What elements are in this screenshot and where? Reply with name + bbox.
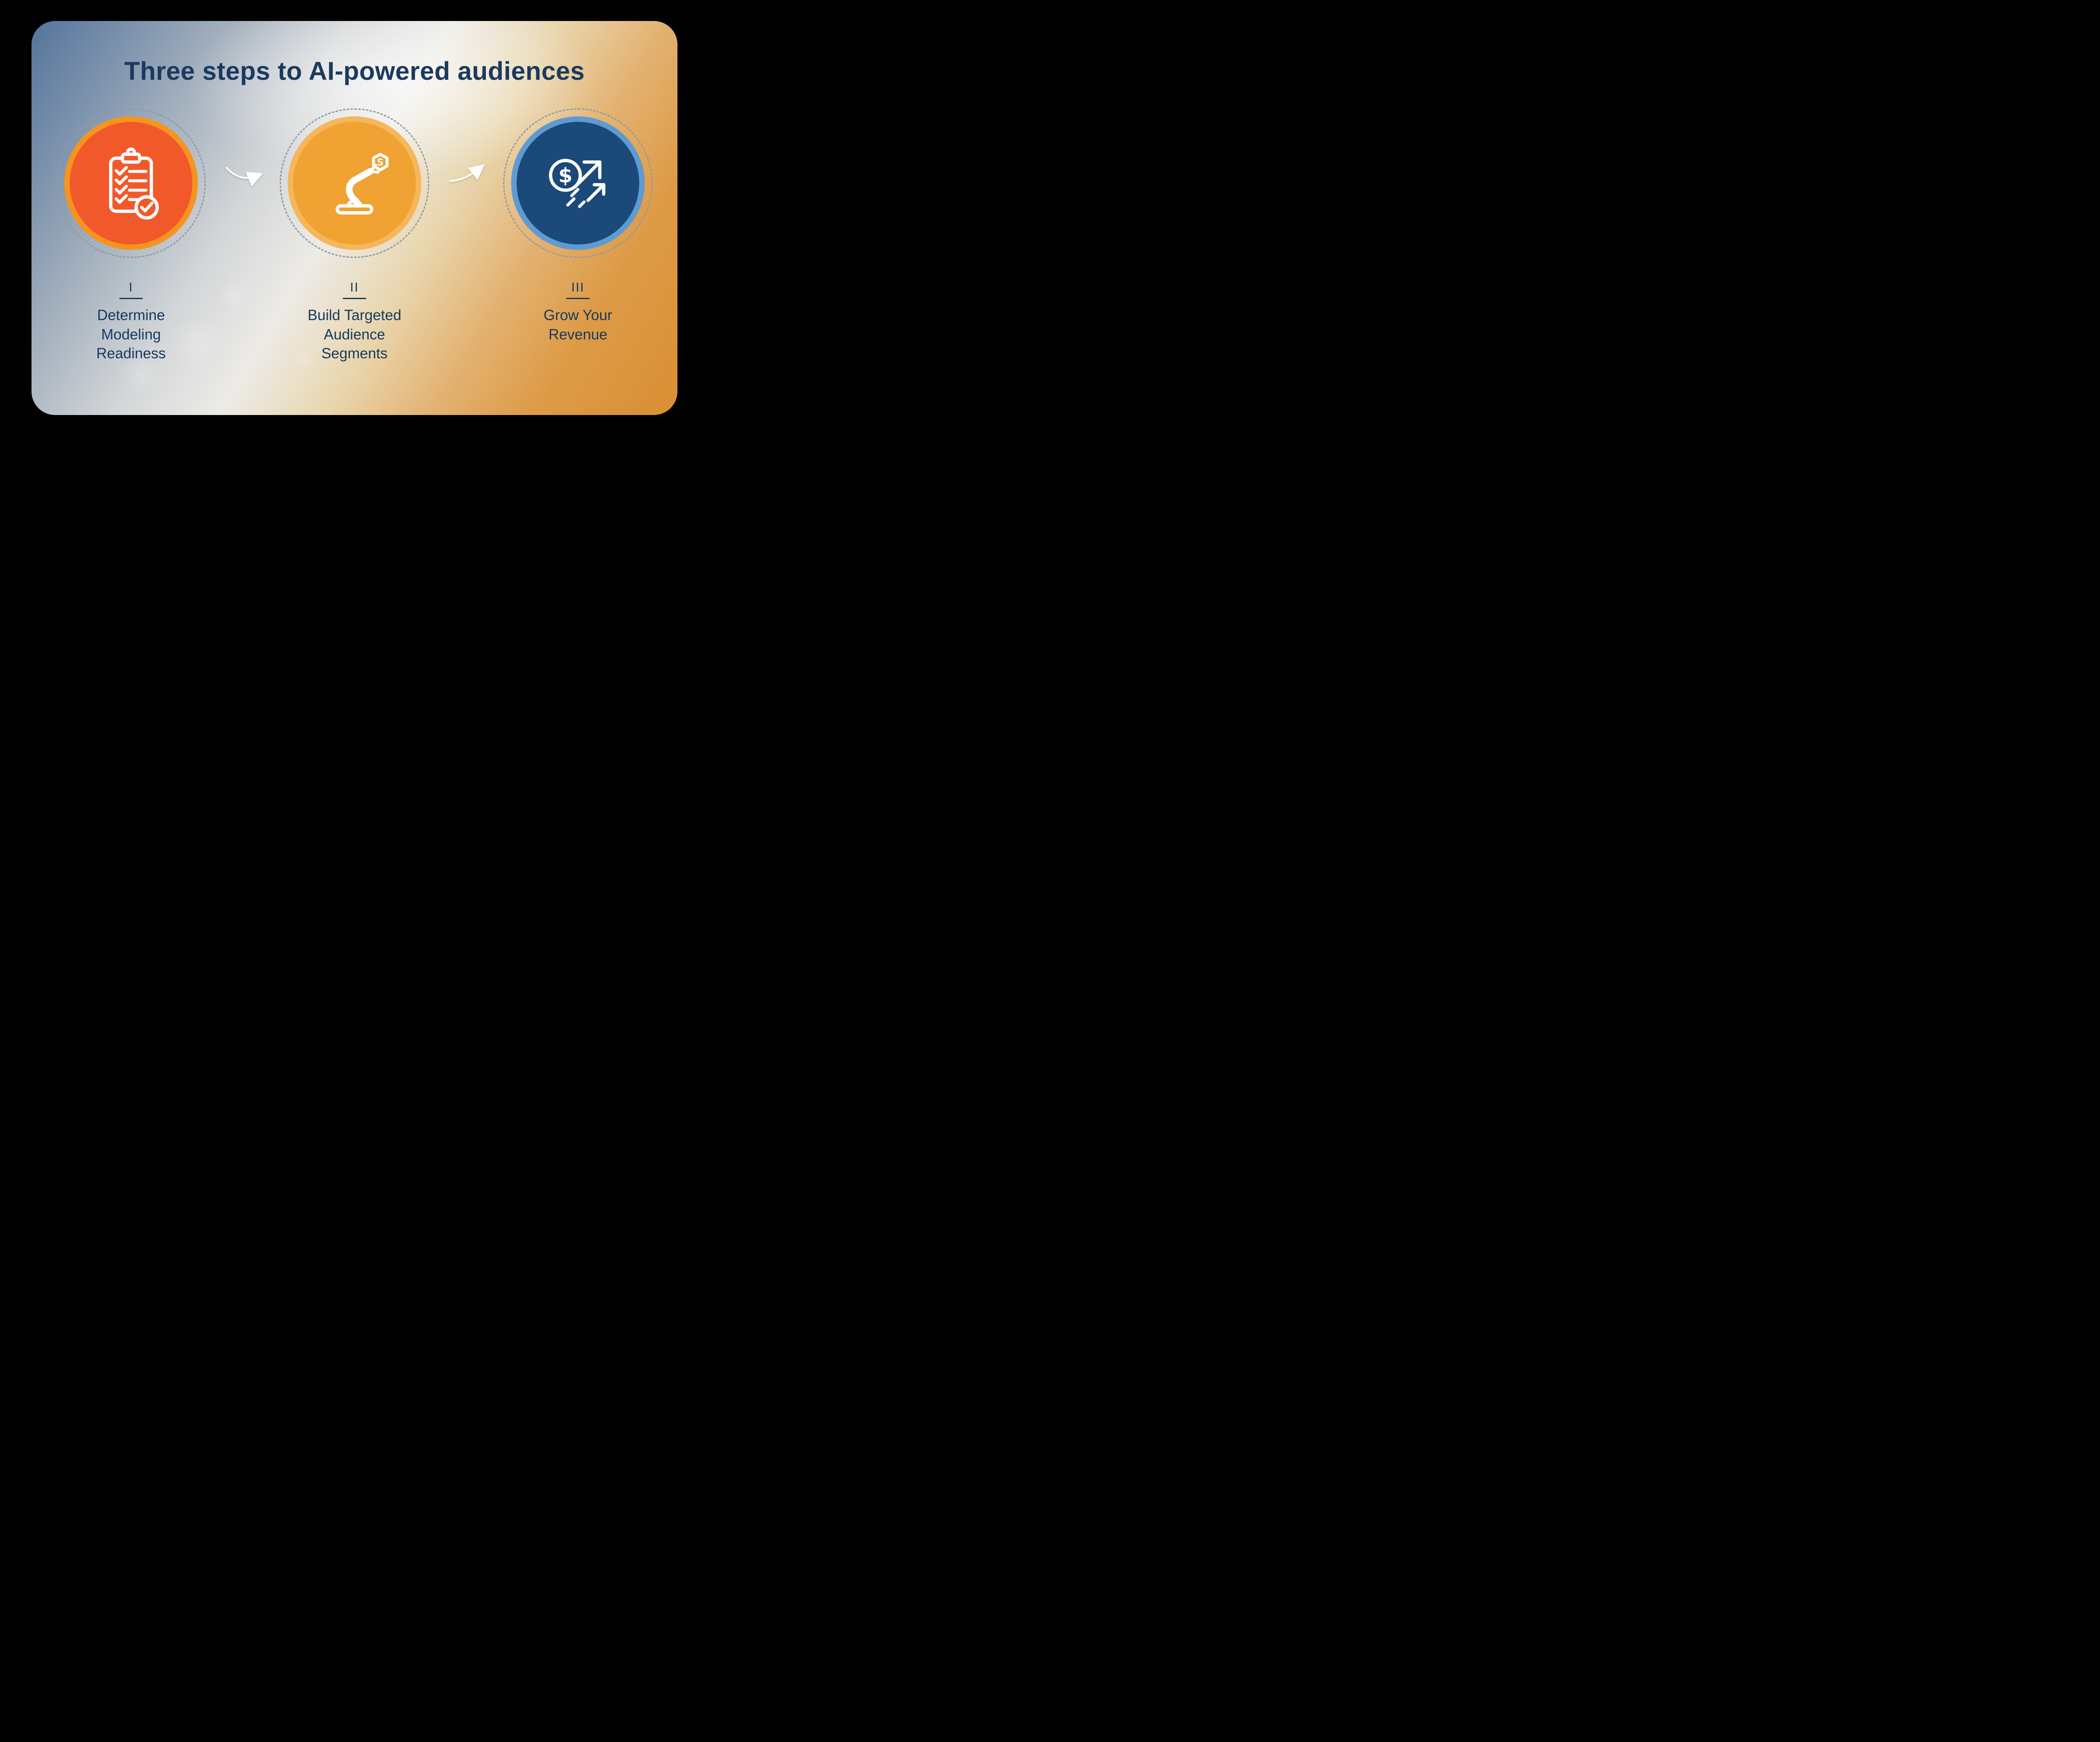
robot-hex-glyph: S — [377, 157, 383, 168]
coin-dollar-glyph: $ — [558, 164, 572, 187]
step-grow-revenue: $ III Grow Your Revenue — [486, 108, 670, 344]
step-build-segments: S II Build Targeted Audience Segments — [262, 108, 447, 363]
step-1-underline — [119, 298, 143, 299]
step-2-label: Build Targeted Audience Segments — [307, 307, 402, 362]
money-growth-icon: $ — [549, 159, 606, 208]
stage: Three steps to AI-powered audiences — [0, 0, 708, 436]
step-1-circle — [64, 116, 198, 250]
step-3-circle: $ — [511, 116, 645, 250]
step-determine-readiness: I Determine Modeling Readiness — [39, 108, 223, 363]
step-1-label: Determine Modeling Readiness — [96, 307, 166, 362]
clipboard-checklist-icon — [109, 147, 159, 220]
steps-row: I Determine Modeling Readiness — [32, 108, 677, 363]
page-title: Three steps to AI-powered audiences — [124, 57, 585, 85]
step-3-dashed-ring: $ — [503, 108, 653, 258]
step-1-numeral: I — [129, 280, 134, 294]
step-1-dashed-ring — [56, 108, 206, 258]
step-3-underline — [566, 298, 590, 299]
step-3-label: Grow Your Revenue — [543, 307, 612, 343]
step-2-underline — [343, 298, 366, 299]
arrow-step2-to-step3 — [447, 162, 486, 187]
step-2-numeral: II — [350, 280, 359, 294]
infographic-card: Three steps to AI-powered audiences — [32, 21, 677, 415]
step-2-dashed-ring: S — [280, 108, 429, 258]
arrow-step1-to-step2 — [223, 162, 262, 187]
step-3-numeral: III — [571, 280, 585, 294]
step-2-circle: S — [288, 116, 421, 250]
robot-arm-icon: S — [336, 152, 389, 215]
